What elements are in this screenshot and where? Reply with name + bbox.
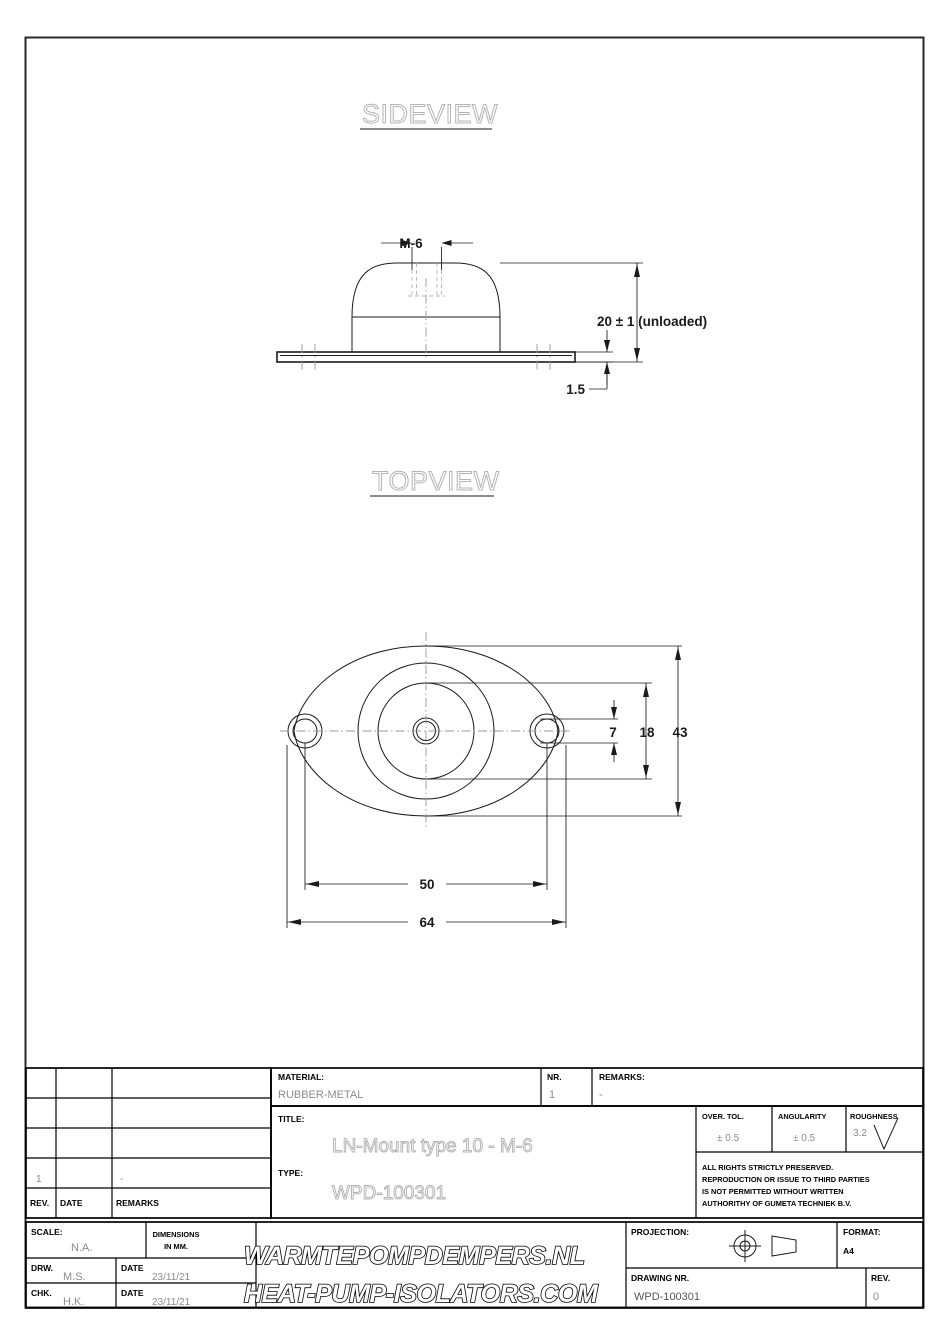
dim43-arrow-bottom bbox=[675, 802, 681, 815]
thk-arrow-bottom bbox=[604, 362, 610, 374]
title-value: LN-Mount type 10 - M-6 bbox=[332, 1136, 533, 1157]
angularity-value: ± 0.5 bbox=[793, 1133, 816, 1144]
dim64-arrow-right bbox=[552, 919, 565, 925]
format-value: A4 bbox=[843, 1246, 854, 1256]
roughness-value: 3.2 bbox=[853, 1128, 867, 1139]
rights-line-3: IS NOT PERMITTED WITHOUT WRITTEN bbox=[702, 1187, 844, 1196]
chk-value: H.K. bbox=[63, 1296, 84, 1308]
topview-group: TOPVIEW 7 18 bbox=[280, 466, 688, 932]
drawing-nr-value: WPD-100301 bbox=[634, 1291, 700, 1303]
dim64-text-mask bbox=[408, 912, 446, 932]
remarks-value: - bbox=[599, 1089, 603, 1101]
projection-cone-icon bbox=[771, 1235, 797, 1257]
m6-arrow-left bbox=[402, 240, 412, 246]
nr-label: NR. bbox=[547, 1072, 562, 1082]
dimensions-unit-line-2: IN MM. bbox=[164, 1242, 188, 1251]
sideview-body-dome bbox=[351, 262, 501, 318]
remarks-label: REMARKS: bbox=[599, 1072, 645, 1082]
sideview-title: SIDEVIEW bbox=[362, 99, 498, 129]
nr-value: 1 bbox=[549, 1089, 555, 1101]
rights-line-1: ALL RIGHTS STRICTLY PRESERVED. bbox=[702, 1163, 833, 1172]
first-angle-projection-icon bbox=[729, 1230, 797, 1262]
chk-label: CHK. bbox=[31, 1288, 52, 1298]
dimensions-unit-line-1: DIMENSIONS bbox=[153, 1230, 200, 1239]
drw-value: M.S. bbox=[63, 1271, 86, 1283]
rev-header-rev: REV. bbox=[30, 1198, 49, 1208]
dim50-arrow-left bbox=[306, 881, 319, 887]
scale-label: SCALE: bbox=[31, 1227, 63, 1237]
rev-row-4-rev: 1 bbox=[36, 1174, 42, 1185]
title-type-block bbox=[270, 1105, 924, 1219]
dim7-arrow-bottom bbox=[611, 743, 617, 755]
material-value: RUBBER-METAL bbox=[278, 1089, 363, 1101]
chk-date-value: 23/11/21 bbox=[152, 1297, 191, 1308]
dim-flange-height-label: 43 bbox=[672, 725, 688, 740]
dim-height-unloaded-label: 20 ± 1 (unloaded) bbox=[597, 314, 707, 329]
dim43-arrow-top bbox=[675, 647, 681, 660]
title-block: 1 - REV. DATE REMARKS MATERIAL: RUBBER-M… bbox=[25, 1067, 924, 1309]
material-label: MATERIAL: bbox=[278, 1072, 324, 1082]
topview-flange-outline bbox=[293, 645, 559, 817]
thk-arrow-top bbox=[604, 340, 610, 352]
rev-row-4-remarks: - bbox=[120, 1174, 123, 1185]
type-value: WPD-100301 bbox=[332, 1183, 446, 1204]
m6-arrow-right bbox=[441, 240, 452, 246]
dim64-arrow-left bbox=[288, 919, 301, 925]
dim18-arrow-top bbox=[643, 684, 649, 697]
drw-label: DRW. bbox=[31, 1263, 53, 1273]
topview-title: TOPVIEW bbox=[372, 466, 500, 496]
drw-date-value: 23/11/21 bbox=[152, 1272, 191, 1283]
chk-date-label: DATE bbox=[121, 1288, 144, 1298]
dim50-arrow-right bbox=[533, 881, 546, 887]
rights-line-4: AUTHORITHY OF GUMETA TECHNIEK B.V. bbox=[702, 1199, 851, 1208]
sideview-group: SIDEVIEW M-6 bbox=[276, 99, 707, 397]
dim-hole-dia-label: 7 bbox=[609, 725, 617, 740]
type-label: TYPE: bbox=[278, 1168, 303, 1178]
dim-inner-width-label: 18 bbox=[639, 725, 655, 740]
title-label: TITLE: bbox=[278, 1114, 305, 1124]
drawing-nr-label: DRAWING NR. bbox=[631, 1273, 689, 1283]
brand-line-2: HEAT-PUMP-ISOLATORS.COM bbox=[244, 1280, 599, 1308]
dim18-arrow-bottom bbox=[643, 765, 649, 778]
brand-line-1: WARMTEPOMPDEMPERS.NL bbox=[244, 1242, 585, 1270]
rights-line-2: REPRODUCTION OR ISSUE TO THIRD PARTIES bbox=[702, 1175, 870, 1184]
rev-header-date: DATE bbox=[60, 1198, 83, 1208]
dim-plate-thickness-label: 1.5 bbox=[566, 382, 585, 397]
dim50-text-mask bbox=[408, 874, 446, 894]
roughness-check-icon bbox=[873, 1117, 899, 1151]
roughness-label: ROUGHNESS bbox=[850, 1112, 898, 1121]
angularity-label: ANGULARITY bbox=[778, 1112, 827, 1121]
rev-label: REV. bbox=[871, 1273, 890, 1283]
rev-header-remarks: REMARKS bbox=[116, 1198, 159, 1208]
projection-label: PROJECTION: bbox=[631, 1227, 689, 1237]
height-arrow-bottom bbox=[634, 348, 640, 361]
dim-thread-label: M-6 bbox=[399, 236, 423, 251]
dim-overall-length-label: 64 bbox=[419, 915, 435, 930]
drw-date-label: DATE bbox=[121, 1263, 144, 1273]
bottom-strip bbox=[25, 1221, 924, 1309]
dim7-arrow-top bbox=[611, 707, 617, 719]
scale-value: N.A. bbox=[71, 1242, 92, 1254]
height-arrow-top bbox=[634, 264, 640, 277]
rev-value: 0 bbox=[873, 1291, 879, 1303]
over-tol-value: ± 0.5 bbox=[717, 1133, 740, 1144]
over-tol-label: OVER. TOL. bbox=[702, 1112, 744, 1121]
format-label: FORMAT: bbox=[843, 1227, 881, 1237]
dim-hole-spacing-label: 50 bbox=[419, 877, 434, 892]
